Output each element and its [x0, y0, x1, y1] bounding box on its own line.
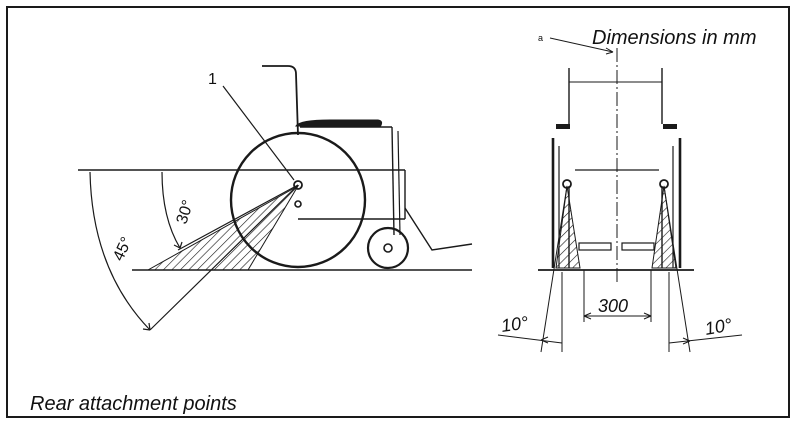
diagram-frame: [6, 6, 790, 418]
attachment-zone-hatch: [146, 184, 300, 271]
angle-left-arrow: [497, 334, 563, 344]
line-30deg: [177, 184, 299, 251]
left-attachment-hatch: [555, 185, 581, 269]
callout-leader: [222, 85, 295, 181]
angle-right-arrow: [668, 334, 743, 344]
callout-1-label: 1: [208, 71, 217, 88]
angle-left-label: 10°: [500, 312, 530, 336]
arc-30deg: [161, 171, 181, 249]
seat-cushion: [295, 119, 383, 128]
side-view: [78, 65, 473, 331]
rear-wheel: [229, 131, 367, 269]
rear-view: [497, 37, 743, 353]
backrest: [262, 65, 299, 136]
footrest: [404, 207, 473, 251]
left-footrest: [578, 242, 612, 251]
line-45deg: [149, 184, 299, 331]
right-footrest: [621, 242, 655, 251]
attachment-point-upper: [293, 180, 303, 190]
angle-30-label: 30°: [174, 198, 198, 226]
caster-wheel: [366, 226, 410, 270]
units-note: Dimensions in mm: [592, 27, 756, 49]
figure-caption: Rear attachment points: [30, 393, 237, 415]
angle-45-label: 45°: [110, 235, 136, 264]
marker-a-leader: [549, 37, 614, 53]
dim-300-label: 300: [598, 296, 628, 316]
marker-a: a: [538, 33, 543, 43]
attachment-point-lower: [294, 200, 302, 208]
angle-right-label: 10°: [703, 315, 733, 339]
arc-45deg: [89, 171, 151, 331]
